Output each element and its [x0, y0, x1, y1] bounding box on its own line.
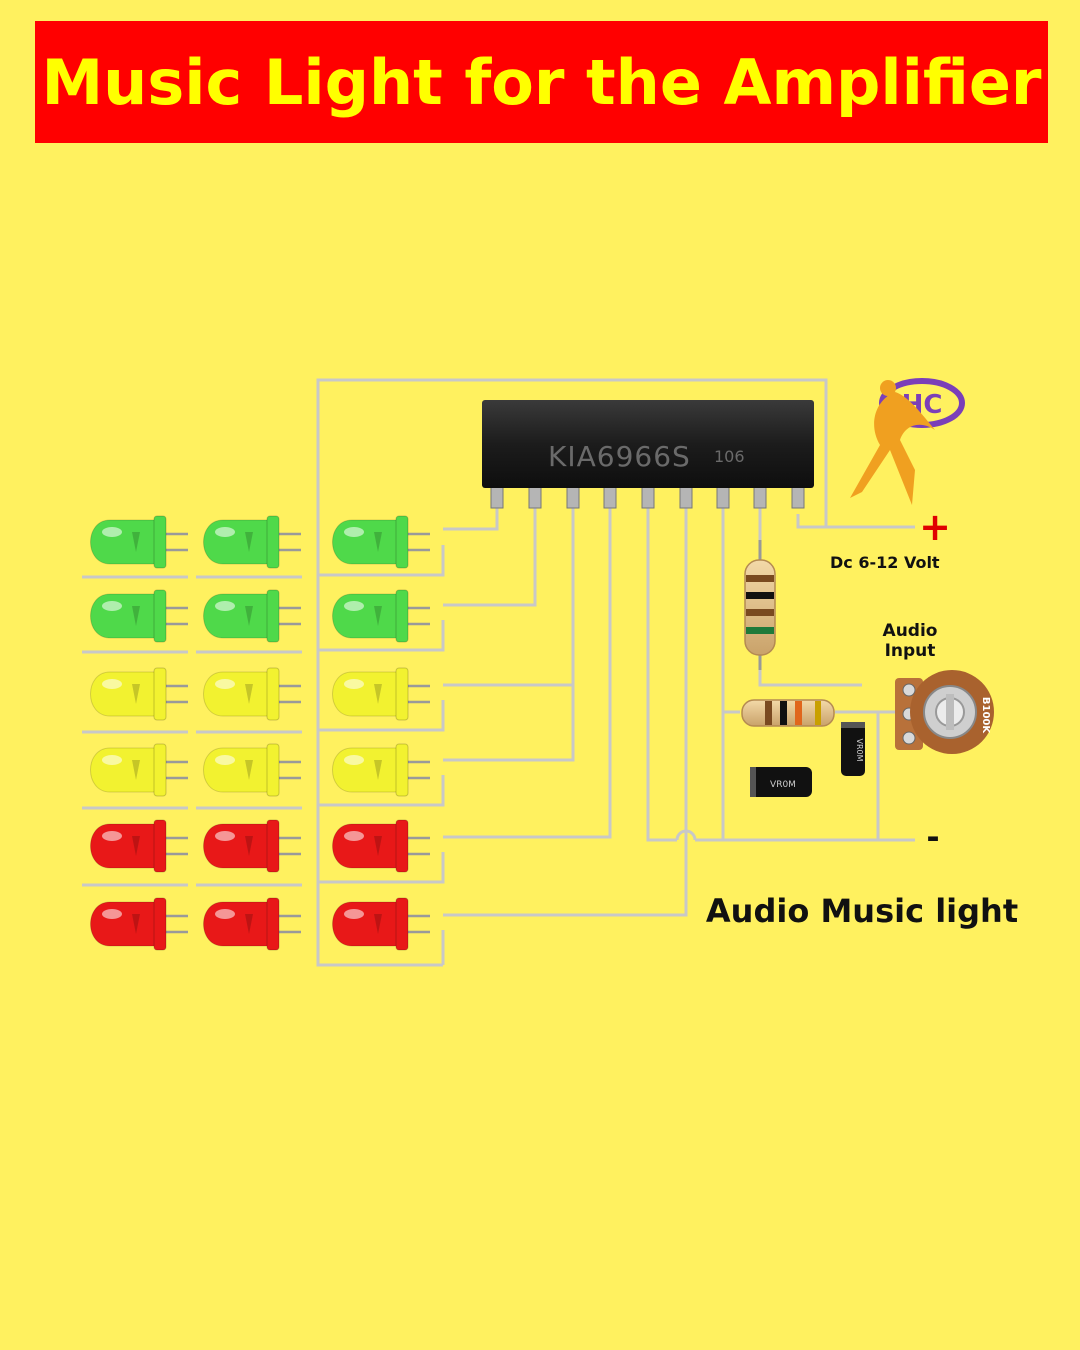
ic-chip: KIA6966S 106 — [482, 400, 814, 509]
vertical-resistor — [744, 540, 776, 670]
led-yellow — [203, 667, 301, 721]
led-yellow — [332, 667, 430, 721]
led-array — [90, 515, 430, 951]
led-green — [90, 515, 188, 569]
led-yellow — [332, 743, 430, 797]
led-red — [332, 819, 430, 873]
led-red — [332, 897, 430, 951]
capacitor-large: VR0M — [750, 767, 812, 797]
audio-input-label-line1: Audio — [883, 621, 938, 641]
capacitor-small: VR0M — [841, 722, 865, 776]
ic-part-label: KIA6966S — [548, 440, 691, 473]
led-green — [90, 589, 188, 643]
led-yellow — [90, 667, 188, 721]
horizontal-resistor — [741, 699, 835, 727]
diagram-caption: Audio Music light — [706, 892, 1018, 930]
led-red — [203, 819, 301, 873]
page-title: Music Light for the Amplifier — [41, 45, 1042, 119]
ic-code-label: 106 — [714, 447, 745, 466]
led-red — [203, 897, 301, 951]
potentiometer-marking: B100K — [980, 697, 991, 734]
minus-terminal: - — [926, 818, 939, 856]
ic-body — [482, 400, 814, 488]
led-yellow — [90, 743, 188, 797]
led-green — [203, 515, 301, 569]
capacitor-large-marking: VR0M — [770, 780, 796, 790]
led-yellow — [203, 743, 301, 797]
hc-logo: HC — [850, 378, 965, 505]
led-red — [90, 897, 188, 951]
capacitor-marking: VR0M — [855, 738, 864, 761]
supply-voltage-label: Dc 6-12 Volt — [830, 553, 940, 572]
wires — [82, 378, 915, 967]
led-green — [203, 589, 301, 643]
led-red — [90, 819, 188, 873]
title-banner: Music Light for the Amplifier — [35, 21, 1048, 143]
potentiometer: B100K — [895, 670, 994, 754]
plus-terminal: + — [919, 505, 951, 549]
led-green — [332, 589, 430, 643]
led-green — [332, 515, 430, 569]
audio-input-label-line2: Input — [885, 641, 936, 661]
